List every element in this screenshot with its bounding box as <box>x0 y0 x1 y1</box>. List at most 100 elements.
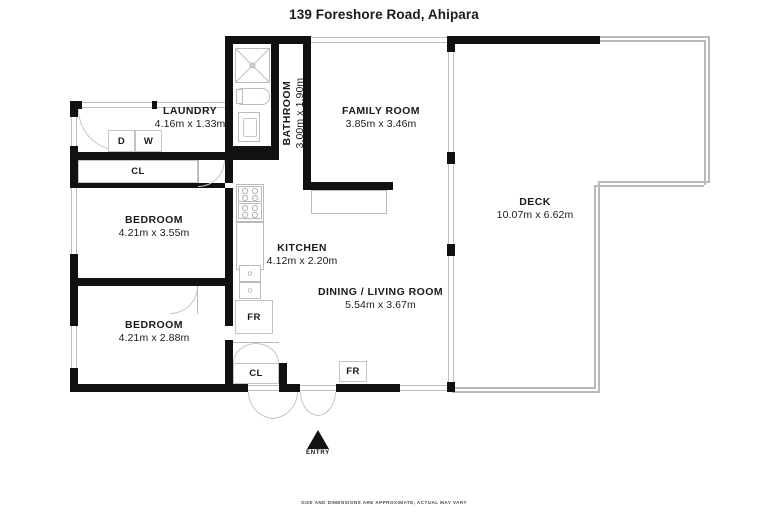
wall-bed-divider <box>70 278 225 286</box>
deck-outline-right <box>708 36 710 182</box>
room-label-dining: DINING / LIVING ROOM 5.54m x 3.67m <box>308 286 453 312</box>
doorway-bottom-bed2 <box>248 385 298 391</box>
wall-laundry-bottom <box>70 152 180 160</box>
kitchen-island-counter <box>311 190 387 214</box>
room-label-bedroom-2: BEDROOM 4.21m x 2.88m <box>89 319 219 345</box>
wall-living-right-b <box>447 382 455 392</box>
room-label-family: FAMILY ROOM 3.85m x 3.46m <box>316 105 446 131</box>
room-label-bedroom-1: BEDROOM 4.21m x 3.55m <box>89 214 219 240</box>
dryer-label: D <box>117 135 126 147</box>
wall-top-right <box>455 36 600 44</box>
fridge-kitchen-label: FR <box>247 311 261 323</box>
entry-arrow-icon <box>307 430 329 449</box>
cooktop-fixture <box>238 186 262 202</box>
wall-closet-bed1-bottom <box>70 183 225 188</box>
page-title: 139 Foreshore Road, Ahipara <box>289 7 479 22</box>
shower-cross-icon <box>235 48 270 83</box>
wall-bottom-d <box>287 384 300 392</box>
wall-bottom-c <box>279 363 287 392</box>
fridge-dining-label: FR <box>346 366 360 377</box>
wall-left-b <box>70 146 78 188</box>
wall-hall-bath-bottom <box>233 146 279 154</box>
fridge-dining-box <box>339 361 367 382</box>
entry-marker: ENTRY <box>288 430 348 456</box>
window-left-bed2 <box>71 326 77 368</box>
cooktop-burners-icon <box>241 187 259 202</box>
window-family-right <box>448 52 454 152</box>
wall-left-d <box>70 368 78 392</box>
room-name-dining: DINING / LIVING ROOM <box>317 286 444 298</box>
room-dims-kitchen: 4.12m x 2.20m <box>266 255 338 268</box>
room-name-deck: DECK <box>519 196 551 208</box>
room-name-bedroom-2: BEDROOM <box>125 319 183 331</box>
wall-bottom-e <box>336 384 400 392</box>
window-living-right-a <box>448 164 454 244</box>
window-laundry-top <box>82 102 152 108</box>
closet-hall-label: CL <box>249 368 263 379</box>
deck-outline-notch-top <box>598 181 710 183</box>
wall-family-right-top <box>447 36 455 52</box>
room-name-bedroom-1: BEDROOM <box>125 214 183 226</box>
disclaimer-text: SIZE AND DIMENSIONS ARE APPROXIMATE, ACT… <box>301 500 467 505</box>
window-laundry-top-b <box>157 102 225 108</box>
door-arc-bed2-interior <box>170 286 198 314</box>
wall-living-right-a <box>447 244 455 256</box>
room-name-kitchen: KITCHEN <box>277 242 327 254</box>
deck-outline-top <box>598 36 710 38</box>
room-dims-deck: 10.07m x 6.62m <box>496 209 574 222</box>
room-name-family: FAMILY ROOM <box>342 105 420 117</box>
wall-left-c <box>70 254 78 326</box>
room-dims-dining: 5.54m x 3.67m <box>345 299 416 312</box>
room-label-laundry: LAUNDRY 4.16m x 1.33m <box>125 105 255 131</box>
dryer-box <box>108 130 135 152</box>
fridge-kitchen-box <box>235 300 273 334</box>
line-closet-hall-top <box>233 342 279 343</box>
door-arc-bed2-right <box>271 392 298 419</box>
wall-family-right-mid <box>447 152 455 164</box>
room-name-bathroom: BATHROOM <box>280 80 293 146</box>
kitchen-counter-run <box>236 222 264 270</box>
closet-hall-box <box>233 363 279 384</box>
entry-label: ENTRY <box>305 450 331 456</box>
sink-basin-lower <box>239 282 261 299</box>
wall-kitchen-right <box>385 182 393 190</box>
deck-outline-inner-top <box>594 185 704 187</box>
room-dims-family: 3.85m x 3.46m <box>345 118 417 131</box>
deck-outline-inner-rtop <box>704 40 706 185</box>
closet-door-arc-left <box>233 343 256 363</box>
wall-laundry-top-b <box>152 101 157 109</box>
sink-basin-upper <box>239 265 261 282</box>
sink-lower-icon <box>247 288 253 293</box>
deck-outline-notch-side <box>598 181 600 393</box>
deck-outline-inner-right <box>594 185 596 387</box>
window-living-right-b <box>448 256 454 382</box>
deck-outline-bottom <box>452 391 600 393</box>
room-label-kitchen: KITCHEN 4.12m x 2.20m <box>237 242 367 268</box>
toilet-tank <box>236 89 243 104</box>
vanity-basin-icon <box>243 118 257 137</box>
room-label-deck: DECK 10.07m x 6.62m <box>470 196 600 222</box>
room-name-laundry: LAUNDRY <box>162 105 218 117</box>
deck-outline-inner-ttop <box>600 40 705 42</box>
wall-bath-right <box>271 44 279 154</box>
window-bottom-living <box>400 385 447 391</box>
door-arc-entry-right <box>317 392 336 416</box>
room-dims-bedroom-2: 4.21m x 2.88m <box>118 332 190 345</box>
window-family-top <box>311 37 455 43</box>
room-dims-bedroom-1: 4.21m x 3.55m <box>118 227 190 240</box>
oven-burners-icon <box>241 204 259 219</box>
wall-bed-right-a <box>225 151 233 183</box>
wall-family-left <box>303 44 311 190</box>
wall-bed-right-d <box>225 340 233 370</box>
wall-bath-left <box>225 36 233 151</box>
doorway-bottom-entry <box>300 385 336 391</box>
line-door-bed2 <box>197 286 198 314</box>
room-dims-bathroom: 3.00m x 1.90m <box>294 77 306 149</box>
wall-bed-right-b <box>225 188 233 286</box>
wall-top-family <box>233 36 311 44</box>
window-left-bed1 <box>71 188 77 254</box>
wall-bottom-b <box>225 363 233 392</box>
wall-left-a <box>70 101 78 117</box>
room-dims-laundry: 4.16m x 1.33m <box>154 118 226 131</box>
